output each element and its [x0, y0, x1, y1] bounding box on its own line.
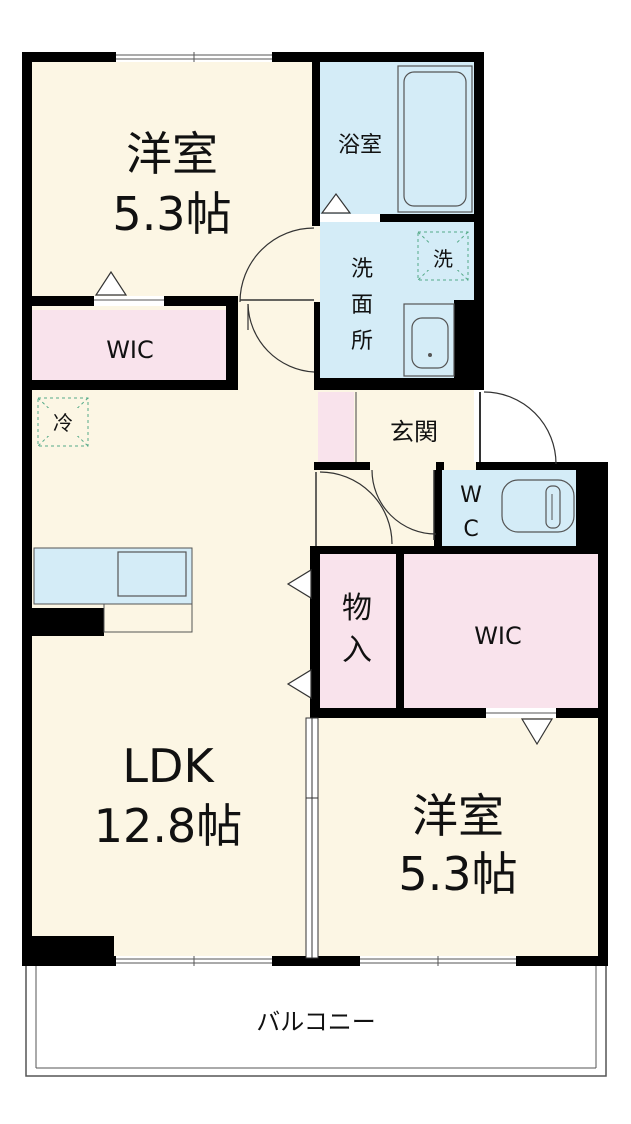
- wall-opening: [238, 296, 314, 306]
- wall-opening: [370, 462, 436, 470]
- room-label-western-top: 洋室: [126, 127, 218, 181]
- wall-partition: [434, 462, 442, 548]
- wall-partition: [454, 300, 484, 384]
- door-indicator-triangle: [94, 270, 128, 296]
- vanity-sink: [403, 303, 455, 377]
- wall-partition: [314, 302, 320, 384]
- room-label-ldk: LDK: [122, 739, 215, 793]
- wall-partition: [310, 546, 320, 718]
- door-swing: [483, 391, 557, 465]
- western-room-top-floor: [30, 60, 314, 302]
- balcony-label: バルコニー: [256, 1008, 376, 1036]
- door-swing: [247, 303, 315, 373]
- wall-right-top: [474, 52, 484, 384]
- room-label-storage: 物: [342, 591, 372, 626]
- wall-bottom: [22, 956, 606, 966]
- wall-pillar: [22, 936, 114, 966]
- room-label-wic-right: WIC: [474, 622, 522, 650]
- room-label-washroom: 面: [351, 293, 373, 318]
- room-label-bath: 浴室: [338, 133, 382, 158]
- wall-partition: [310, 708, 608, 718]
- door-swing: [239, 227, 315, 303]
- room-label-western-bottom: 洋室: [412, 789, 504, 843]
- western-room-bottom-floor: [318, 716, 600, 960]
- door-indicator-triangle: [286, 668, 312, 700]
- wall-partition: [314, 546, 608, 554]
- fridge-space: [37, 397, 89, 447]
- room-label-entrance: 玄関: [390, 418, 438, 446]
- window-bedroom-bottom: [360, 956, 516, 966]
- washer-space: [417, 231, 469, 281]
- wic-right-floor: [404, 554, 600, 710]
- wall-partition: [576, 462, 606, 548]
- room-label-washroom: 洗: [351, 257, 373, 282]
- wall-left: [22, 52, 32, 966]
- storage-floor: [318, 554, 398, 710]
- wall-opening: [94, 296, 164, 306]
- wall-partition: [22, 380, 238, 390]
- door-swing: [319, 471, 393, 545]
- entrance-step: [318, 392, 354, 462]
- room-label-wc: C: [463, 517, 478, 542]
- wall-partition: [396, 548, 404, 716]
- room-size-western-top: 5.3帖: [112, 187, 231, 241]
- wic-left-floor: [30, 310, 232, 380]
- room-size-ldk: 12.8帖: [94, 799, 242, 853]
- room-label-wc: W: [460, 483, 482, 508]
- toilet: [501, 479, 575, 533]
- wall-partition: [314, 214, 478, 222]
- window-ldk-bottom: [116, 956, 272, 966]
- wall-pillar: [22, 608, 104, 636]
- wall-opening: [320, 214, 380, 222]
- kitchen-counter: [33, 547, 193, 633]
- room-label-washroom: 所: [351, 329, 373, 354]
- washer-label: 洗: [433, 247, 453, 271]
- door-indicator-triangle: [320, 192, 352, 214]
- room-size-western-bottom: 5.3帖: [398, 847, 517, 901]
- wall-opening: [310, 470, 320, 546]
- door-indicator-triangle: [520, 718, 554, 746]
- wall-partition: [312, 52, 320, 302]
- wall-partition: [226, 302, 238, 390]
- door-swing: [371, 469, 437, 535]
- door-indicator-triangle: [286, 568, 312, 600]
- wall-partition: [314, 378, 484, 390]
- window-top: [116, 52, 272, 62]
- room-label-wic-left: WIC: [106, 336, 154, 364]
- fridge-label: 冷: [53, 411, 73, 435]
- bathtub: [397, 65, 473, 213]
- wall-wc-top: [476, 462, 606, 470]
- room-label-storage: 入: [342, 633, 372, 668]
- wall-opening: [312, 226, 320, 302]
